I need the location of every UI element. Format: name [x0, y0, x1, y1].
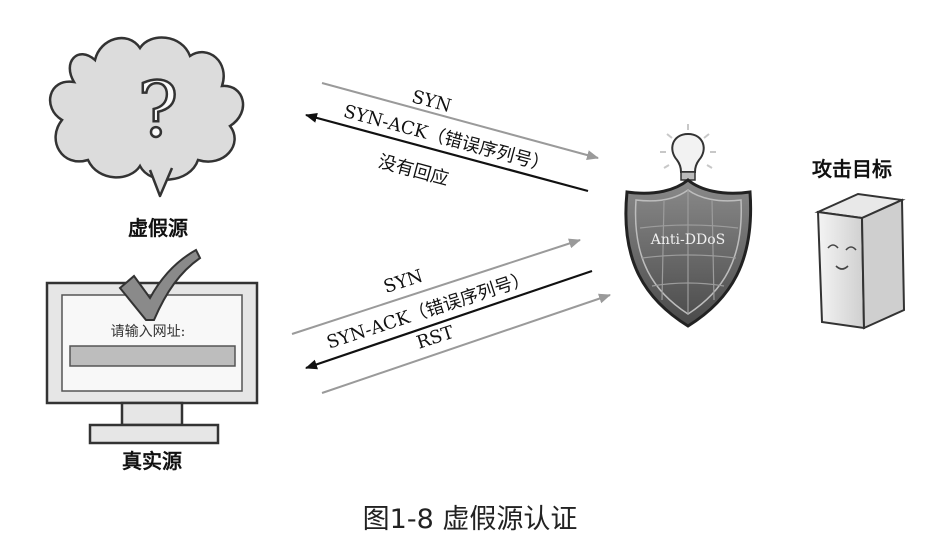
fake-flow: SYN SYN-ACK（错误序列号） 没有回应: [305, 82, 599, 193]
target-label: 攻击目标: [812, 157, 892, 181]
checkmark-icon: [118, 248, 202, 321]
question-mark-icon: ?: [138, 65, 179, 154]
url-input-field: [69, 345, 236, 367]
cloud-icon: [48, 36, 245, 181]
syn-ack-arrow-top: [305, 113, 589, 193]
rst-arrow: [321, 293, 611, 394]
no-reply-label: 没有回应: [376, 151, 451, 190]
screen-prompt: 请输入网址:: [111, 324, 186, 340]
server-face-icon: [827, 244, 857, 270]
syn-arrow-top: [321, 82, 599, 160]
syn-label-top: SYN: [409, 86, 453, 117]
monitor-neck: [120, 401, 184, 427]
server-side: [860, 198, 906, 330]
server-front: [816, 210, 866, 330]
lightbulb-icon: [660, 124, 716, 181]
figure-caption: 图1-8 虚假源认证: [363, 504, 578, 535]
monitor-base: [88, 423, 220, 445]
target-node: 攻击目标: [812, 157, 906, 330]
shield-inner-border: [634, 189, 742, 315]
cloud-tail: [148, 167, 174, 198]
fake-source-label: 虚假源: [128, 216, 188, 240]
real-source-node: 请输入网址: 真实源: [45, 248, 259, 473]
syn-arrow-bottom: [291, 238, 581, 335]
shield-grid: [639, 190, 739, 314]
fake-source-node: ? 虚假源: [48, 36, 245, 240]
real-flow: SYN SYN-ACK（错误序列号） RST: [291, 238, 611, 394]
real-source-label: 真实源: [122, 449, 182, 473]
anti-ddos-node: Anti-DDoS: [624, 124, 753, 328]
anti-ddos-label: Anti-DDoS: [650, 232, 725, 248]
syn-ack-arrow-bottom: [305, 269, 593, 370]
